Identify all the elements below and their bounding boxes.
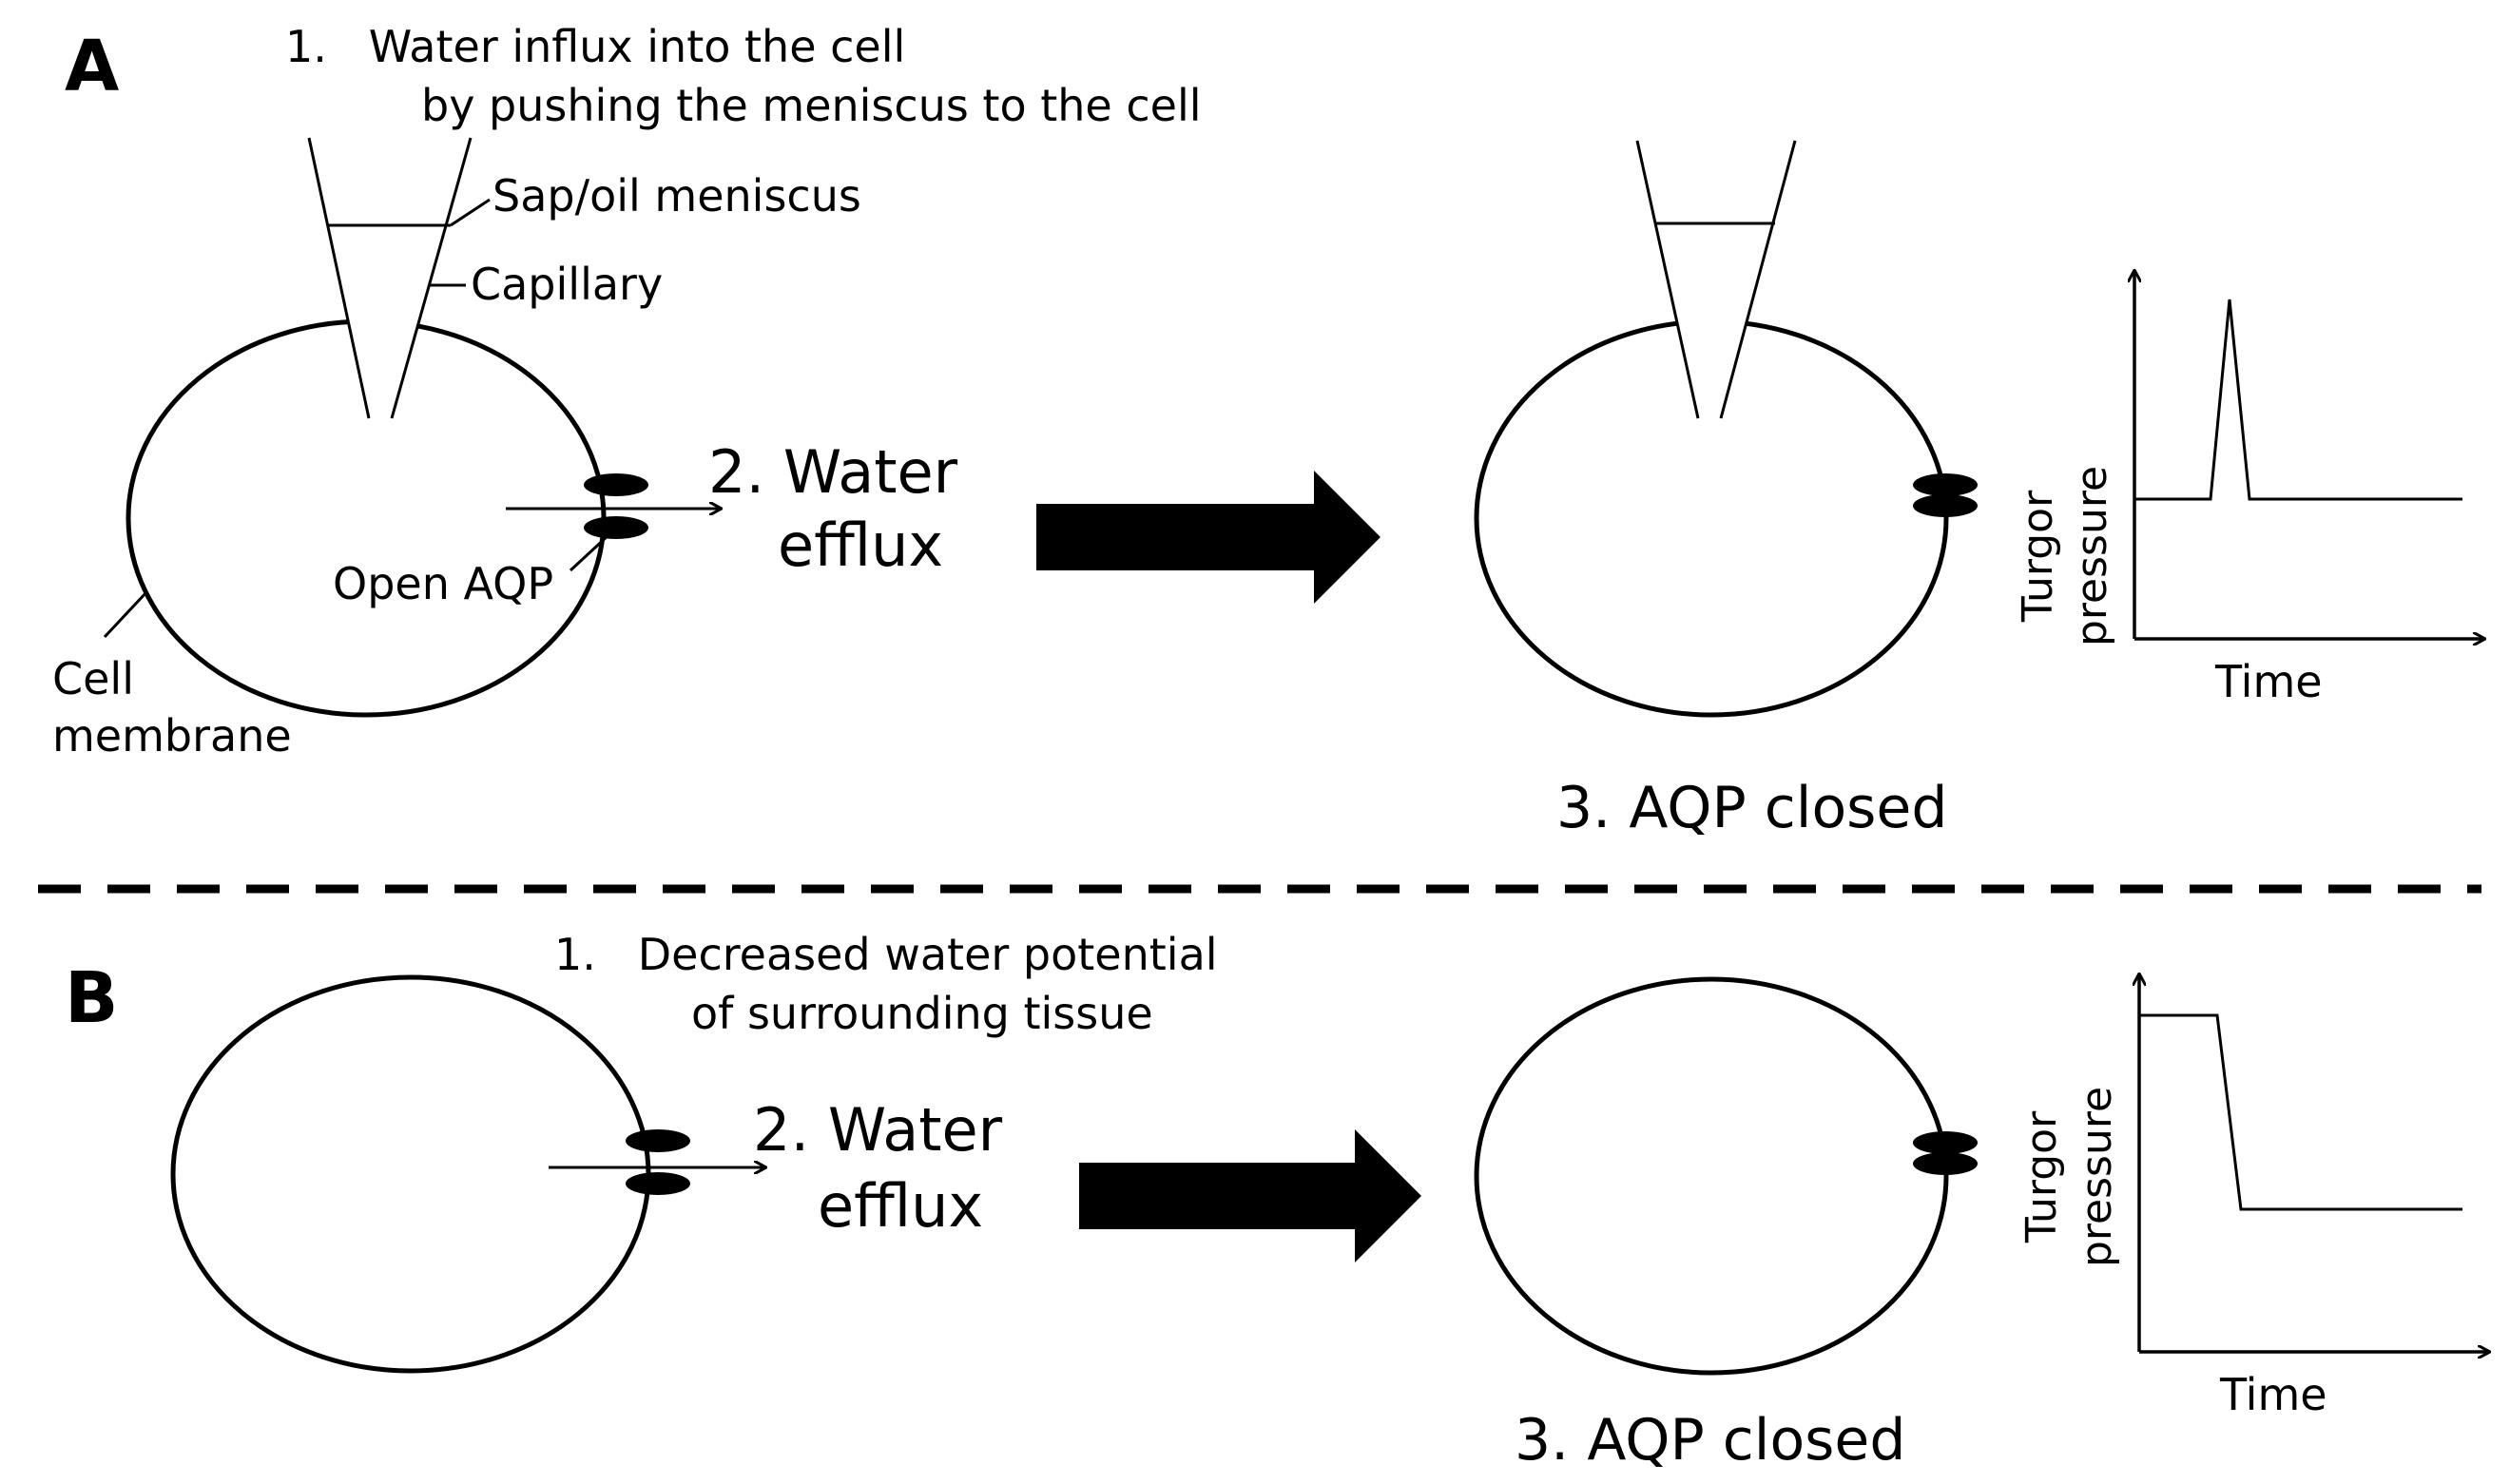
cell-membrane-ellipse-b-right xyxy=(1474,976,1949,1376)
panel-a-step2-line1: 2. Water xyxy=(708,437,958,507)
turgor-graph-b: Turgor pressure Time xyxy=(2018,974,2489,1420)
open-aqp-leader xyxy=(569,533,610,572)
membrane-label-line1: Cell xyxy=(52,653,134,704)
right-arrow-icon xyxy=(1079,1129,1421,1262)
closed-aquaporin-icon xyxy=(1913,1131,1978,1175)
cell-membrane-ellipse-b xyxy=(170,974,651,1374)
graph-b-xlabel: Time xyxy=(2219,1369,2327,1420)
panel-a-step2-line2: efflux xyxy=(778,511,943,580)
panel-a-step3: 3. AQP closed xyxy=(1556,775,1947,841)
capillary-tip-icon xyxy=(307,137,473,419)
turgor-graph-a: Turgor pressure Time xyxy=(2014,271,2484,707)
panel-a-step1-line1: 1. Water influx into the cell xyxy=(285,21,905,72)
panel-b-step1-line1: 1. Decreased water potential xyxy=(554,929,1218,980)
membrane-label-line2: membrane xyxy=(52,710,292,761)
capillary-label: Capillary xyxy=(471,259,663,310)
panel-a-label: A xyxy=(65,26,119,107)
meniscus-leader xyxy=(450,198,491,227)
graph-b-trace xyxy=(2139,1013,2462,1211)
graph-b-ylabel-line1: Turgor xyxy=(2018,1110,2066,1243)
closed-aquaporin-icon xyxy=(1913,473,1978,517)
panel-b-step3: 3. AQP closed xyxy=(1515,1407,1905,1474)
aquaporin-channel-icon xyxy=(584,473,648,539)
panel-b-label: B xyxy=(65,957,118,1039)
aquaporin-channel-icon xyxy=(626,1129,690,1195)
membrane-leader xyxy=(103,589,149,639)
panel-b-step2-line2: efflux xyxy=(818,1171,983,1241)
graph-a-xlabel: Time xyxy=(2214,656,2323,707)
meniscus-label: Sap/oil meniscus xyxy=(492,170,861,222)
right-arrow-icon xyxy=(1036,471,1380,604)
panel-b-step1-line2: of surrounding tissue xyxy=(691,988,1153,1039)
graph-a-ylabel-line1: Turgor xyxy=(2014,490,2062,623)
panel-a-step1-line2: by pushing the meniscus to the cell xyxy=(421,80,1202,131)
graph-b-ylabel-line2: pressure xyxy=(2073,1087,2121,1267)
graph-a-trace xyxy=(2134,299,2462,501)
panel-a: A 1. Water influx into the cell by pushi… xyxy=(52,21,2484,841)
panel-b: B 1. Decreased water potential of surrou… xyxy=(65,929,2489,1474)
graph-a-ylabel-line2: pressure xyxy=(2068,466,2116,646)
panel-b-step2-line1: 2. Water xyxy=(753,1095,1003,1165)
capillary-tip-icon xyxy=(1635,140,1797,419)
open-aqp-label: Open AQP xyxy=(333,558,553,609)
